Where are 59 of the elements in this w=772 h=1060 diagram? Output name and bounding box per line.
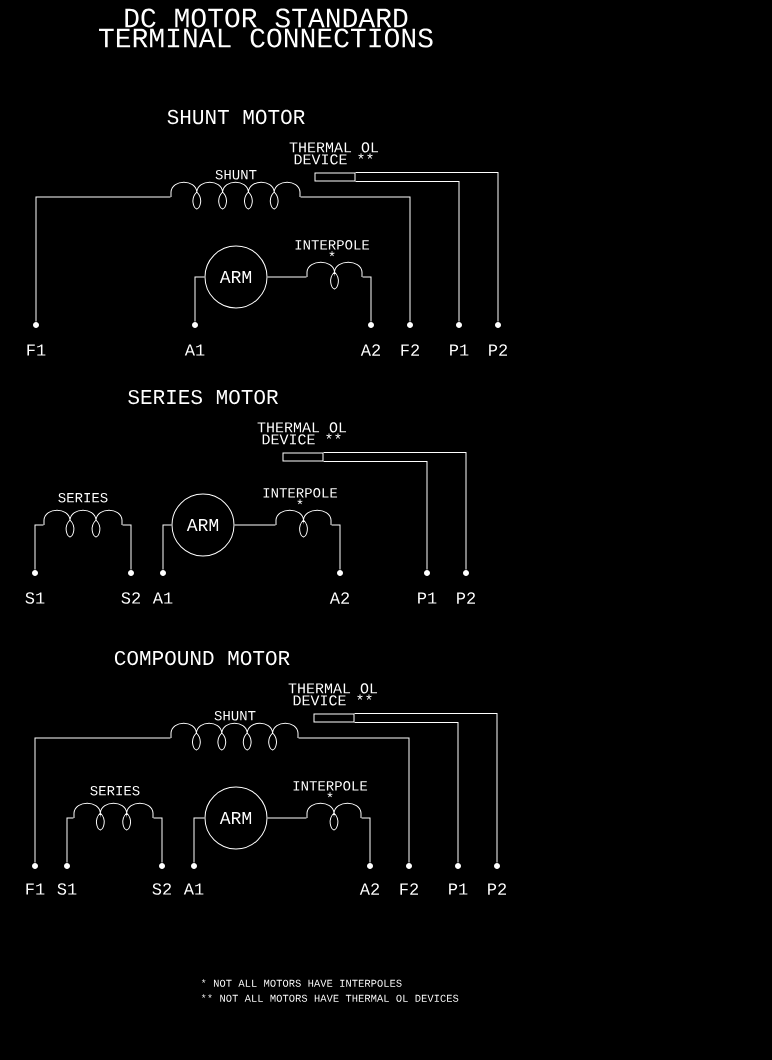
wire: [323, 461, 428, 570]
terminal-label: P2: [489, 344, 507, 356]
terminal-label: P2: [457, 592, 475, 604]
terminal-label: F2: [401, 344, 419, 356]
terminal-label: A2: [360, 344, 380, 356]
wire: [267, 276, 307, 278]
wire: [162, 524, 172, 570]
wire: [298, 737, 410, 863]
wire: [122, 524, 132, 570]
terminal-label: S2: [121, 592, 140, 604]
terminal-label: A1: [152, 592, 173, 604]
title: DC MOTOR STANDARD TERMINAL CONNECTIONS: [99, 8, 433, 48]
wire: [361, 817, 371, 863]
terminal-label: S1: [25, 592, 45, 604]
wire: [66, 817, 74, 863]
device-label: THERMAL OL DEVICE **: [288, 683, 378, 706]
wire: [362, 276, 372, 322]
coil-label: INTERPOLE *: [293, 781, 368, 798]
wire: [354, 722, 459, 863]
wire: [355, 181, 460, 322]
terminal-label: A1: [184, 344, 205, 356]
coil-label: SERIES: [90, 785, 140, 796]
terminal-label: P1: [449, 883, 468, 895]
footnote: ** NOT ALL MOTORS HAVE THERMAL OL DEVICES: [201, 994, 459, 1002]
coil-label: INTERPOLE *: [263, 488, 338, 505]
terminal-label: A2: [329, 592, 349, 604]
terminal-label: A2: [359, 883, 379, 895]
coil-label: INTERPOLE *: [295, 240, 370, 257]
section-heading: SHUNT MOTOR: [167, 109, 305, 125]
wire: [323, 452, 467, 570]
section-heading: COMPOUND MOTOR: [114, 650, 290, 666]
terminal-label: F1: [26, 883, 45, 895]
device-label: THERMAL OL DEVICE **: [289, 142, 379, 165]
device-label: THERMAL OL DEVICE **: [257, 422, 347, 445]
terminal-label: F2: [400, 883, 418, 895]
section-heading: SERIES MOTOR: [128, 389, 279, 405]
wire: [153, 817, 163, 863]
terminal-label: S2: [152, 883, 171, 895]
wire: [34, 524, 44, 570]
terminal-label: P2: [488, 883, 506, 895]
wire: [34, 737, 171, 863]
wire: [300, 196, 411, 322]
wire: [194, 276, 205, 322]
coil-label: SHUNT: [215, 169, 257, 180]
wire: [267, 817, 307, 819]
wire: [234, 524, 276, 526]
terminal-label: A1: [183, 883, 204, 895]
terminal-label: P1: [418, 592, 437, 604]
terminal-label: P1: [450, 344, 469, 356]
coil-label: SHUNT: [214, 710, 256, 721]
terminal-label: S1: [57, 883, 77, 895]
terminal-label: F1: [27, 344, 46, 356]
wire: [35, 196, 171, 322]
wire: [354, 713, 498, 863]
wire: [331, 524, 341, 570]
wire: [355, 172, 499, 322]
coil-label: SERIES: [58, 492, 108, 503]
footnote: * NOT ALL MOTORS HAVE INTERPOLES: [201, 979, 402, 987]
wire: [193, 817, 205, 863]
